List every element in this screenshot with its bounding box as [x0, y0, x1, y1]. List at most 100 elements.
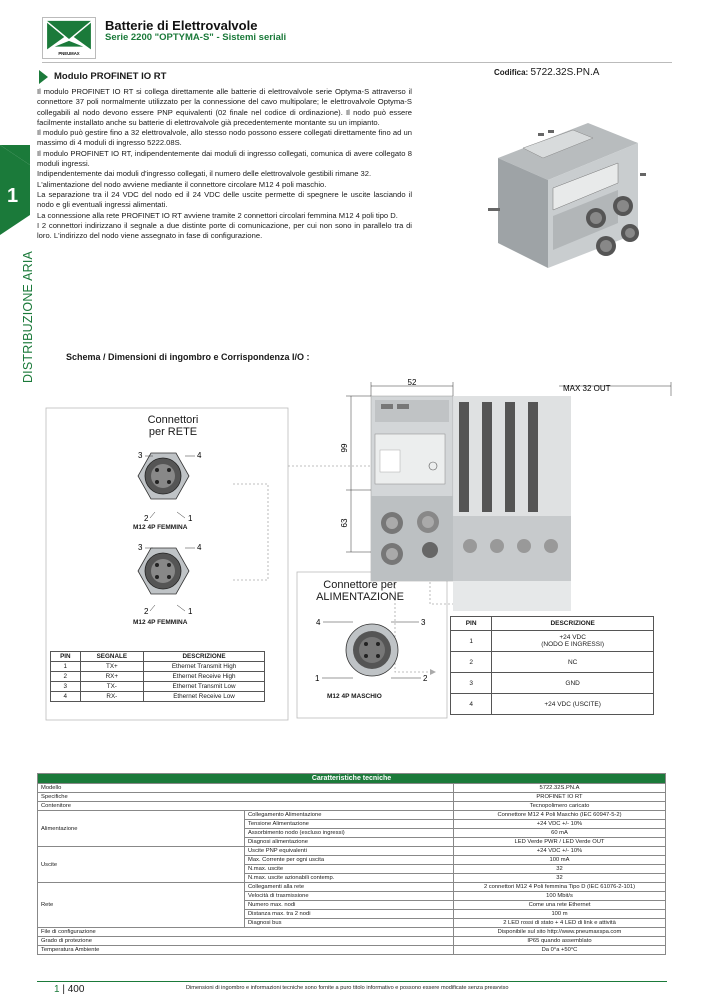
spec-value: 32: [453, 864, 666, 874]
schema-title: Schema / Dimensioni di ingombro e Corris…: [66, 352, 310, 362]
page-subtitle: Serie 2200 "OPTYMA-S" - Sistemi seriali: [105, 32, 287, 43]
header-divider: [42, 62, 672, 63]
pin-label: 2: [144, 607, 149, 616]
spec-item: Velocità di trasmissione: [244, 891, 454, 901]
section-arrow-icon: [39, 70, 48, 84]
spec-value: 60 mA: [453, 828, 666, 838]
power-connector-title: Connettore per ALIMENTAZIONE: [316, 579, 404, 603]
network-connectors-box: [45, 407, 289, 721]
table-header: DESCRIZIONE: [143, 651, 265, 662]
table-row: 3 GND: [449, 672, 654, 694]
table-header: PIN: [449, 616, 493, 631]
spec-value: 2 connettori M12 4 Poli femmina Tipo D (…: [453, 882, 666, 892]
codifica-label: Codifica:: [494, 68, 529, 77]
pin-label: 3: [138, 451, 143, 460]
chapter-label: DISTRIBUZIONE ARIA: [21, 250, 35, 384]
paragraph: Indipendentemente dai moduli d'ingresso …: [37, 169, 372, 179]
spec-value: Disponibile sul sito http://www.pneumaxs…: [453, 927, 666, 937]
spec-value: +24 VDC +/- 10%: [453, 846, 666, 856]
paragraph: La connessione alla rete PROFINET IO RT …: [37, 210, 398, 220]
pin-label: 4: [197, 451, 202, 460]
spec-value: +24 VDC +/- 10%: [453, 819, 666, 829]
table-row: 2 NC: [449, 651, 654, 673]
spec-item: Collegamenti alla rete: [244, 882, 454, 892]
network-connector-1-icon: [137, 452, 190, 500]
table-cell: NC: [491, 651, 654, 673]
spec-value: LED Verde PWR / LED Verde OUT: [453, 837, 666, 847]
table-cell: GND: [491, 672, 654, 694]
description-text: Il modulo PROFINET IO RT si collega dire…: [37, 87, 412, 241]
pin-label: 1: [315, 674, 320, 683]
table-cell: RX+: [79, 671, 145, 682]
table-cell: Ethernet Receive High: [143, 671, 265, 682]
page-index: 400: [67, 984, 85, 995]
power-pin-table: PIN DESCRIZIONE 1 +24 VDC (NODO E INGRES…: [449, 616, 654, 715]
network-connector-2-icon: [137, 547, 190, 595]
spec-item: Assorbimento nodo (escluso ingressi): [244, 828, 454, 838]
chapter-tab: [0, 145, 30, 235]
dim-width: 52: [408, 378, 417, 387]
power-connector-label: M12 4P MASCHIO: [327, 693, 382, 700]
spec-item: Diagnosi bus: [244, 918, 454, 928]
pin-label: 2: [144, 514, 149, 523]
pin-label: 1: [188, 607, 193, 616]
table-cell: RX-: [79, 691, 145, 702]
table-row: 4 +24 VDC (USCITE): [449, 693, 654, 715]
pin-label: 3: [421, 618, 426, 627]
spec-label: Temperatura Ambiente: [37, 945, 454, 955]
spec-value: Come una rete Ethernet: [453, 900, 666, 910]
page-title: Batterie di Elettrovalvole: [105, 18, 258, 33]
network-title-line: Connettori per RETE: [147, 414, 199, 438]
spec-group: Alimentazione: [37, 810, 245, 847]
section-title: Modulo PROFINET IO RT: [54, 71, 167, 82]
spec-value: 2 LED rossi di stato + 4 LED di link e a…: [453, 918, 666, 928]
spec-value: IP65 quando assemblato: [453, 936, 666, 946]
spec-label: File di configurazione: [37, 927, 454, 937]
table-row: 4 RX- Ethernet Receive Low: [50, 691, 265, 702]
product-photo: [478, 118, 648, 298]
table-cell: 1: [50, 661, 81, 672]
network-pin-table: PIN SEGNALE DESCRIZIONE 1 TX+ Ethernet T…: [50, 651, 265, 702]
spec-value: 100 Mbit/s: [453, 891, 666, 901]
chapter-index: 1: [54, 984, 60, 995]
spec-group: Rete: [37, 882, 245, 928]
spec-value: 32: [453, 873, 666, 883]
power-connector-icon: [345, 623, 399, 677]
pin-label: 4: [197, 543, 202, 552]
spec-label: Specifiche: [37, 792, 454, 802]
spec-item: Diagnosi alimentazione: [244, 837, 454, 847]
pin-label: 4: [316, 618, 321, 627]
paragraph: Il modulo può gestire fino a 32 elettrov…: [37, 128, 412, 148]
spec-label: Modello: [37, 783, 454, 793]
table-cell: +24 VDC (NODO E INGRESSI): [491, 630, 654, 652]
paragraph: La separazione tra il 24 VDC del nodo ed…: [37, 189, 412, 210]
table-cell: 1: [449, 630, 493, 652]
table-header-row: PIN DESCRIZIONE: [449, 616, 654, 631]
table-row: 3 TX- Ethernet Transmit Low: [50, 681, 265, 692]
table-cell: 2: [50, 671, 81, 682]
spec-item: Tensione Alimentazione: [244, 819, 454, 829]
footer-note: Dimensioni di ingombro e informazioni te…: [186, 985, 509, 991]
paragraph: I 2 connettori indirizzano il segnale a …: [37, 220, 412, 241]
table-cell: 3: [449, 672, 493, 694]
pin-label: 1: [188, 514, 193, 523]
pin-label: 2: [423, 674, 428, 683]
codifica-value: 5722.32S.PN.A: [530, 67, 600, 78]
table-row: 2 RX+ Ethernet Receive High: [50, 671, 265, 682]
table-cell: 4: [50, 691, 81, 702]
spec-item: N.max. uscite azionabili contemp.: [244, 873, 454, 883]
table-row: 1 +24 VDC (NODO E INGRESSI): [449, 630, 654, 652]
spec-value: 100 mA: [453, 855, 666, 865]
spec-value: Connettore M12 4 Poli Maschio (IEC 60947…: [453, 810, 666, 820]
codifica: Codifica: 5722.32S.PN.A: [494, 67, 599, 78]
